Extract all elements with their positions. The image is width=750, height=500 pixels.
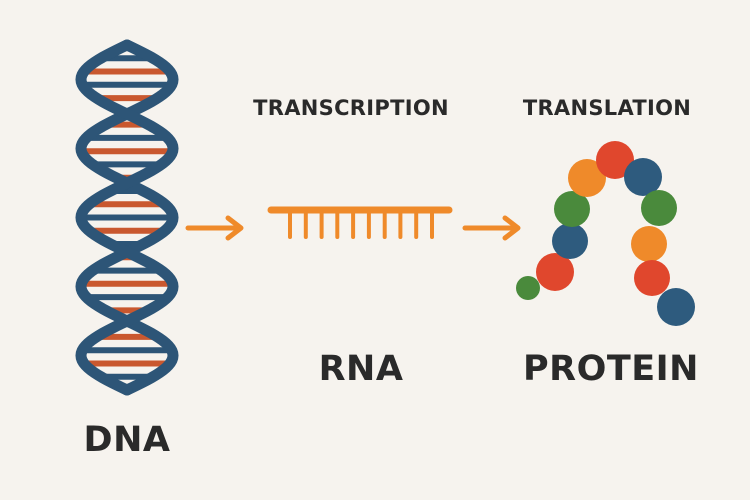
dna-double-helix-icon: [75, 39, 179, 396]
amino-acid-bead: [624, 158, 662, 196]
transcription-label: TRANSCRIPTION: [253, 96, 449, 120]
amino-acid-bead: [657, 288, 695, 326]
dna-strand-b: [75, 39, 179, 396]
dna-strand-a: [75, 39, 179, 396]
amino-acid-bead: [554, 191, 590, 227]
protein-chain-icon: [516, 141, 695, 326]
rna-strand-icon: [267, 206, 453, 239]
amino-acid-bead: [634, 260, 670, 296]
rna-bases: [288, 208, 434, 239]
amino-acid-bead: [568, 159, 606, 197]
amino-acid-bead: [552, 223, 588, 259]
right-arrow-icon: [185, 215, 244, 241]
amino-acid-bead: [536, 253, 574, 291]
rna-label: RNA: [318, 349, 404, 389]
amino-acid-bead: [641, 190, 677, 226]
amino-acid-bead: [596, 141, 634, 179]
amino-acid-bead: [631, 226, 667, 262]
amino-acid-bead: [516, 276, 540, 300]
dna-label: DNA: [83, 420, 171, 460]
protein-label: PROTEIN: [523, 349, 699, 389]
translation-label: TRANSLATION: [522, 96, 692, 120]
right-arrow-icon: [462, 215, 521, 241]
dna-base-pairs: [81, 55, 173, 380]
